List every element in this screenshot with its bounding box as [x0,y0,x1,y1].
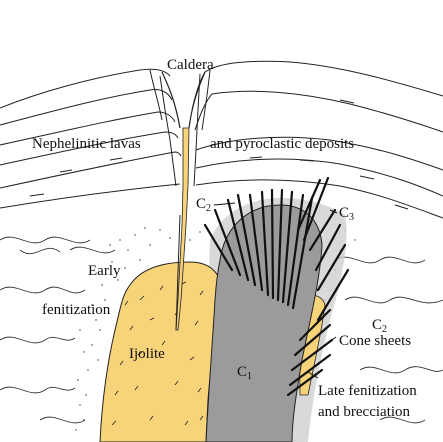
c1-letter: C [237,364,248,380]
label-c2-top: C2 [196,197,211,214]
label-pyroclastic-deposits: and pyroclastic deposits [210,136,355,152]
c1-subscript: 1 [247,371,253,382]
label-early: Early [88,263,121,279]
layer-dash-marks [29,99,409,210]
label-c3: C3 [339,206,354,223]
label-ijolite: Ijolite [129,346,165,362]
label-late-fenitization: Late fenitization [318,383,417,399]
label-fenitization: fenitization [42,302,111,318]
label-c2-right: C2 [372,318,387,335]
caldera-rim [161,71,206,129]
label-nephelinitic-lavas: Nephelinitic lavas [32,136,141,152]
conduit-axis [175,214,181,331]
c2-top-letter: C [196,196,207,212]
volcano-lava-layers [0,60,443,219]
c3-letter: C [339,205,350,221]
c2-top-subscript: 2 [206,203,212,214]
cone-sheets [203,176,350,397]
label-brecciation: and brecciation [318,404,411,420]
ijolite-texture [111,281,204,426]
label-cone-sheets: Cone sheets [339,333,412,349]
country-rock [0,227,443,431]
c2-right-letter: C [372,317,383,333]
c2-conduit-dyke [175,127,190,331]
c2-right-subscript: 2 [382,324,388,335]
label-caldera: Caldera [167,57,214,73]
label-leaders [213,202,338,379]
c3-subscript: 3 [349,212,355,223]
label-c1: C1 [237,365,252,382]
